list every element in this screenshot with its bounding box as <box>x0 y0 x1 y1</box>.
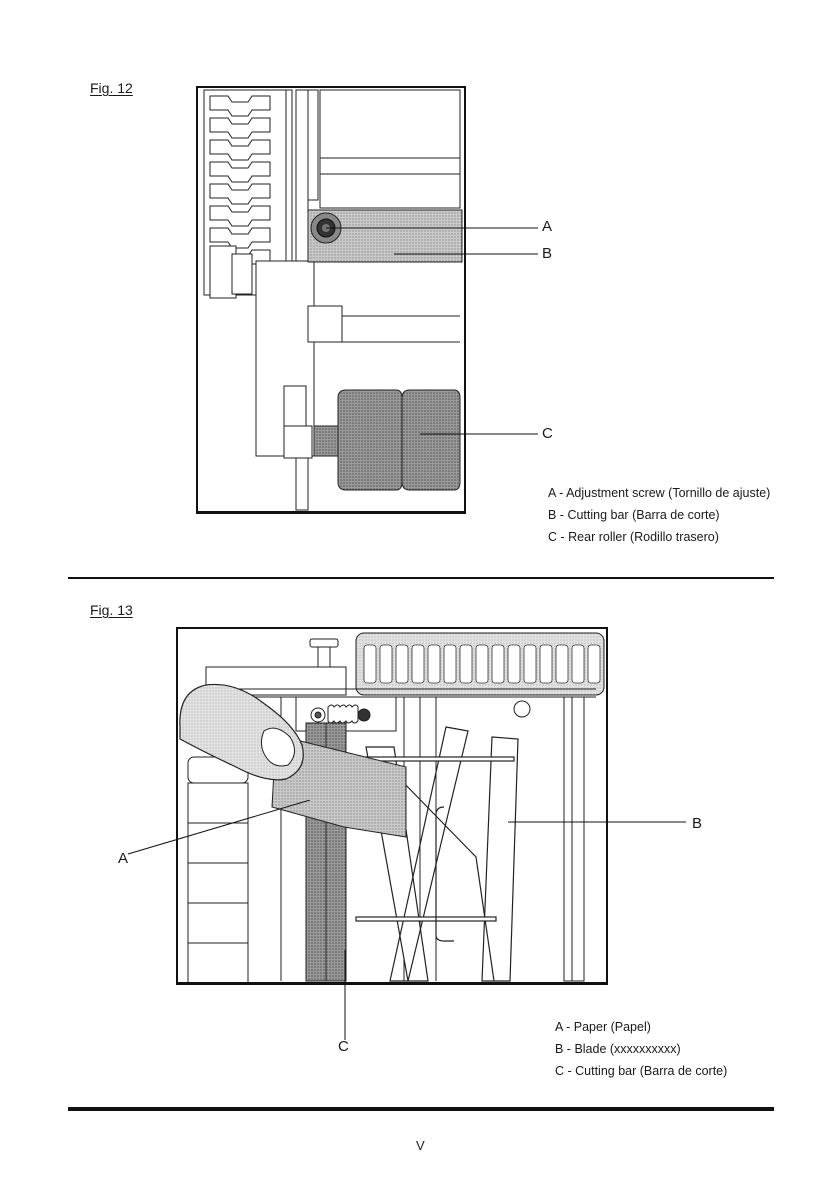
fig13-callout-b: B <box>692 815 702 832</box>
fig12-callout-b: B <box>542 245 552 262</box>
page-number: V <box>416 1138 425 1153</box>
fig12-callout-a: A <box>542 218 552 235</box>
fig12-leaders <box>320 220 540 445</box>
fig13-leaders <box>0 800 700 1050</box>
fig12-legend-a: A - Adjustment screw (Tornillo de ajuste… <box>548 482 770 504</box>
fig13-callout-c: C <box>338 1038 349 1055</box>
fig12-legend-c: C - Rear roller (Rodillo trasero) <box>548 526 770 548</box>
fig13-label: Fig. 13 <box>90 602 133 618</box>
fig12-legend: A - Adjustment screw (Tornillo de ajuste… <box>548 482 770 548</box>
fig13-legend: A - Paper (Papel) B - Blade (xxxxxxxxxx)… <box>555 1016 727 1082</box>
bottom-rule <box>68 1107 774 1111</box>
fig13-callout-a: A <box>118 850 128 867</box>
fig13-legend-b: B - Blade (xxxxxxxxxx) <box>555 1038 727 1060</box>
gear-rack <box>356 633 604 695</box>
fig12-callout-c: C <box>542 425 553 442</box>
fig12-label: Fig. 12 <box>90 80 133 96</box>
fig13-legend-a: A - Paper (Papel) <box>555 1016 727 1038</box>
fig13-legend-c: C - Cutting bar (Barra de corte) <box>555 1060 727 1082</box>
section-divider <box>68 577 774 579</box>
fig12-legend-b: B - Cutting bar (Barra de corte) <box>548 504 770 526</box>
